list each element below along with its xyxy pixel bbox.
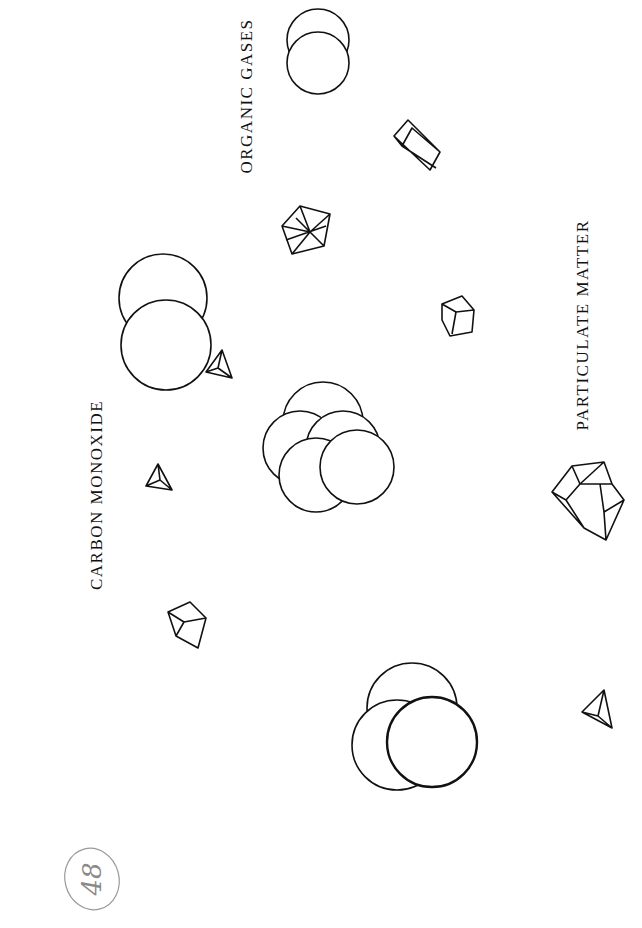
particle: [146, 464, 172, 490]
particle: [552, 462, 624, 540]
particle: [168, 602, 206, 648]
pollutant-label: CARBON MONOXIDE: [88, 400, 105, 590]
particle: [582, 690, 612, 728]
gas-molecule: [263, 382, 394, 512]
particle: [206, 350, 232, 378]
pollutant-label: PARTICULATE MATTER: [574, 220, 591, 431]
page-number: 48: [79, 862, 105, 895]
particle: [442, 296, 474, 336]
particle: [394, 120, 440, 170]
pollutant-label: ORGANIC GASES: [238, 18, 255, 173]
particle: [282, 206, 330, 254]
gas-molecule: [119, 254, 211, 390]
page-number-circle: [58, 842, 126, 916]
gas-molecule: [287, 9, 349, 94]
gas-molecule: [352, 663, 477, 790]
